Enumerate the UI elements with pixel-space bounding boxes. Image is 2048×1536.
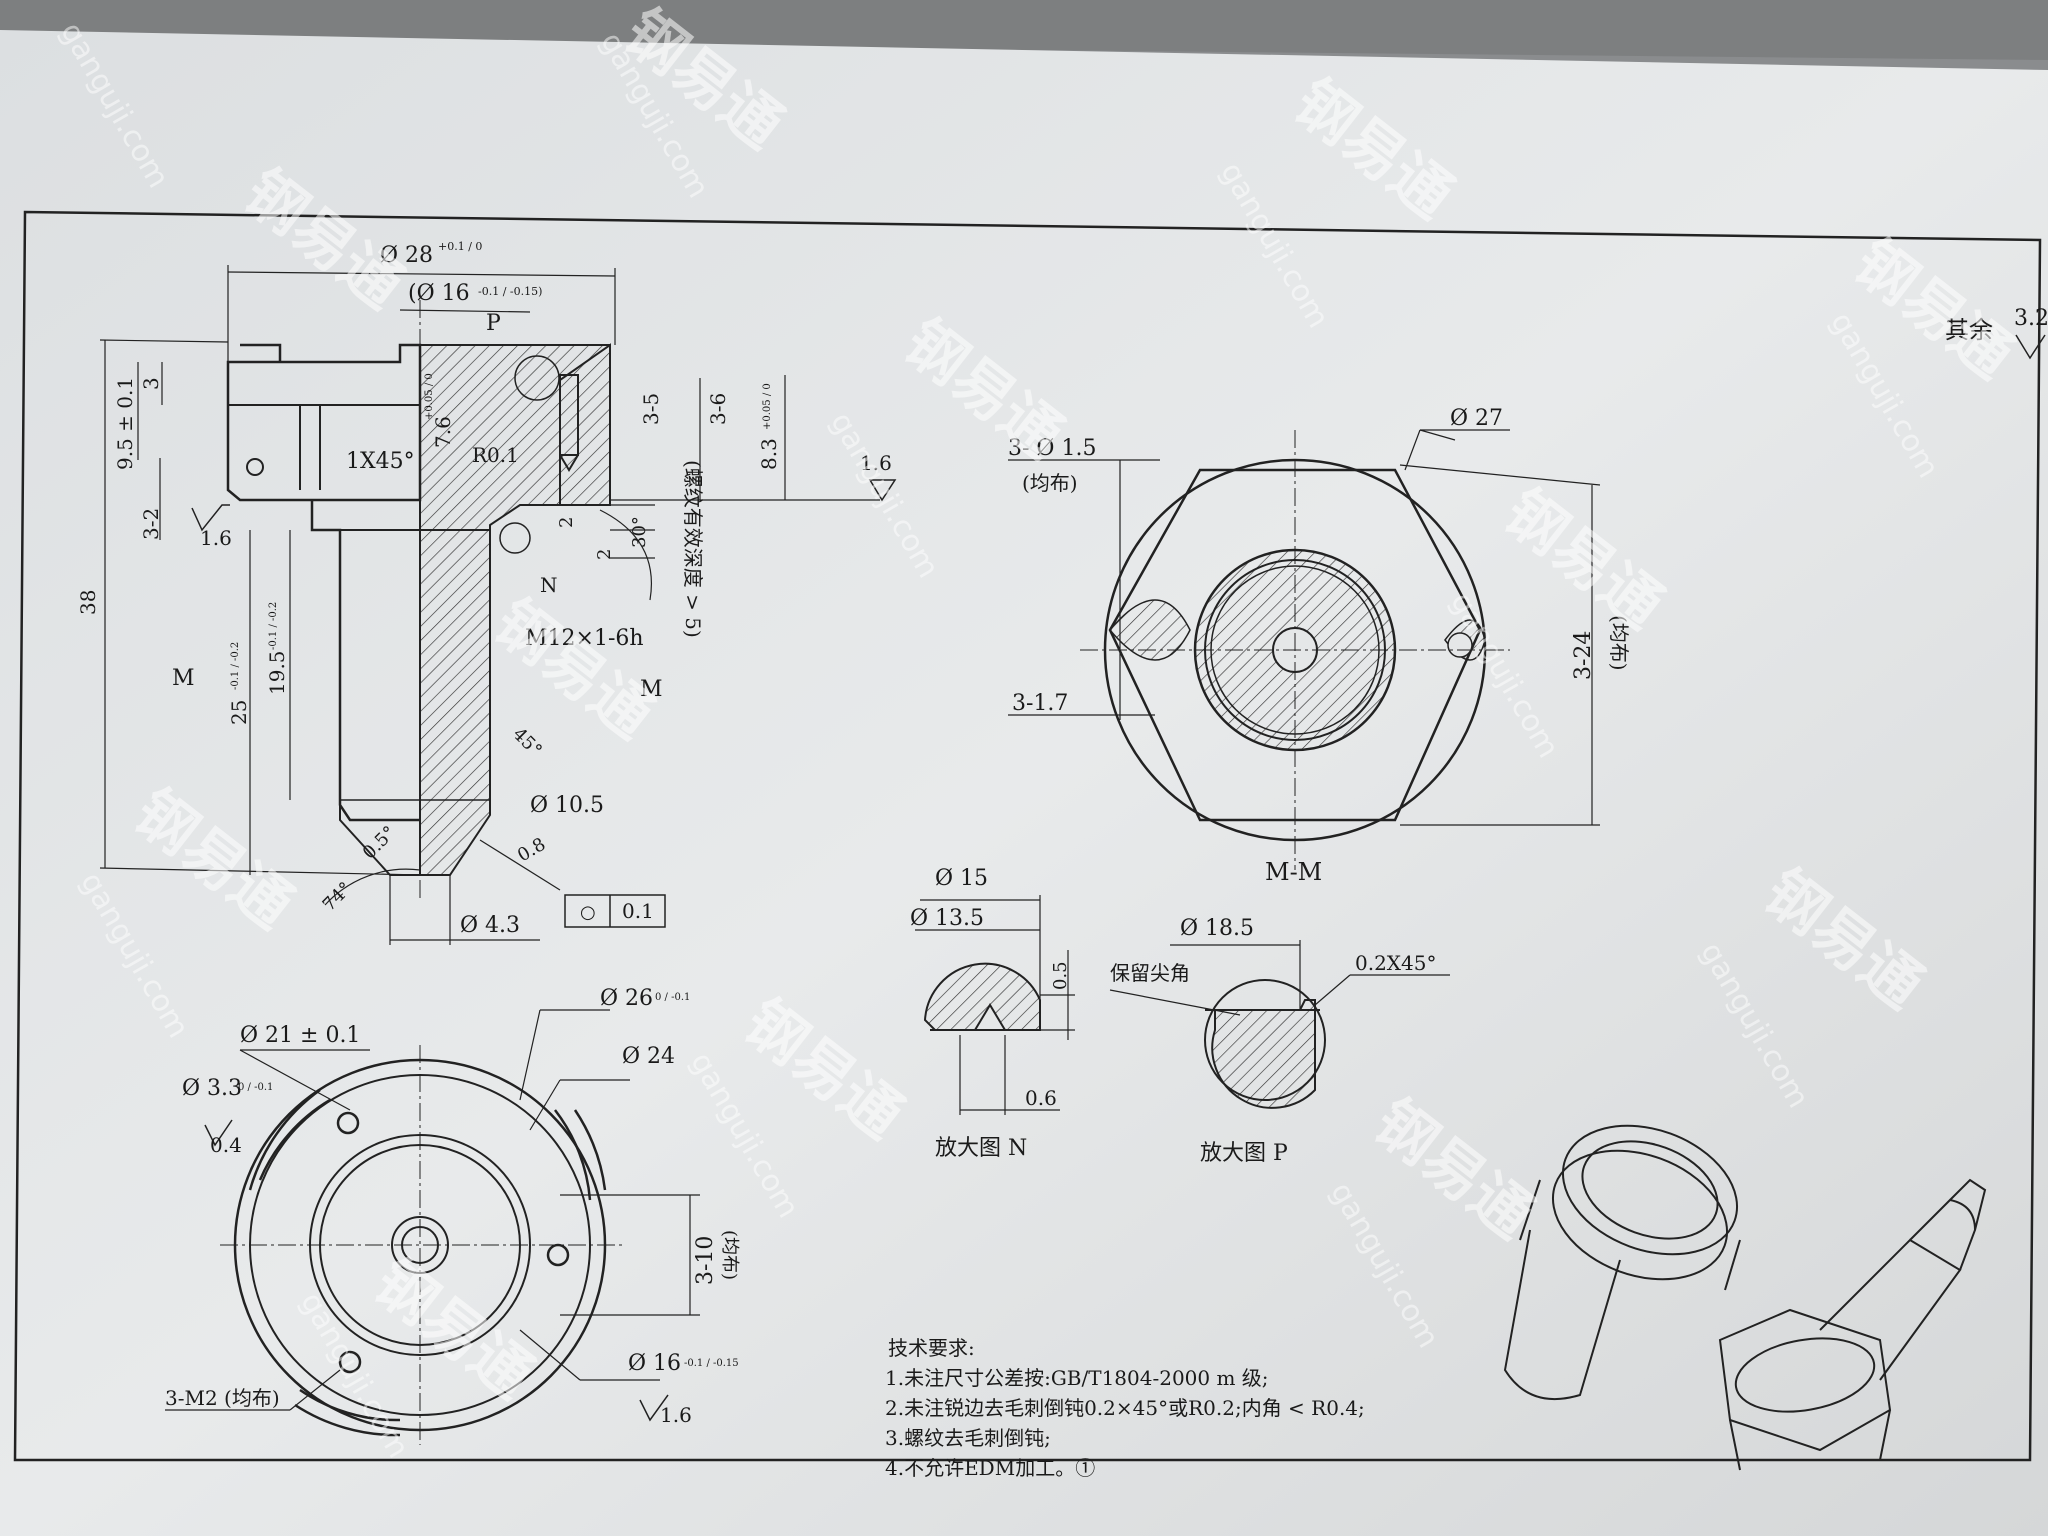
dim-d16-bottom: Ø 16: [628, 1351, 681, 1376]
detail-p-view: [1109, 940, 1450, 1109]
dim-8-3-tol: +0.05 / 0: [762, 383, 773, 430]
dim-d27: Ø 27: [1450, 406, 1503, 431]
detail-n-view: [915, 895, 1075, 1115]
section-mark-m-left: M: [172, 666, 195, 691]
tech-line-1: 1.未注尺寸公差按:GB/T1804-2000 m 级;: [885, 1366, 1269, 1390]
isometric-render-1: [1503, 1124, 1741, 1401]
dim-d26: Ø 26: [600, 986, 653, 1011]
drawing-border: [13, 210, 2042, 1462]
dim-d26-tol: 0 / -0.1: [655, 992, 690, 1003]
dim-19-5-tol: -0.1 / -0.2: [268, 602, 279, 650]
detail-p-labels: Ø 18.5 保留尖角 0.2X45° 放大图 P: [1110, 916, 1437, 1166]
part-bottom-view: [165, 1009, 700, 1445]
detail-p-label: 放大图 P: [1200, 1141, 1288, 1166]
note-keep-sharp: 保留尖角: [1110, 961, 1190, 985]
dim-3: 3: [139, 377, 163, 390]
dim-d18-5: Ø 18.5: [1180, 916, 1254, 941]
dim-25: 25: [227, 700, 251, 725]
note-holes-even: (均布): [1022, 471, 1078, 495]
tolerance-value: 0.1: [622, 899, 654, 923]
dim-d16-tol: -0.1 / -0.15): [478, 285, 542, 298]
label-n: N: [540, 573, 558, 597]
bottom-view-labels: Ø 21 ± 0.1 Ø 3.3 0 / -0.1 0.4 Ø 26 0 / -…: [165, 986, 740, 1427]
angle-30: 30°: [629, 516, 650, 548]
dim-3-d1-5: 3- Ø 1.5: [1008, 436, 1096, 461]
dim-3-6: 3-6: [706, 393, 730, 425]
detail-n-label: 放大图 N: [935, 1136, 1027, 1161]
dim-7-6-tol: +0.05 / 0: [424, 373, 435, 420]
note-24-even: (均布): [1607, 615, 1631, 671]
dim-d3-3: Ø 3.3: [182, 1076, 242, 1101]
dim-d16: (Ø 16: [408, 281, 470, 306]
tech-line-2: 2.未注锐边去毛刺倒钝0.2×45°或R0.2;内角 < R0.4;: [885, 1396, 1365, 1420]
dim-d28-tol: +0.1 / 0: [438, 240, 482, 253]
tech-line-3: 3.螺纹去毛刺倒钝;: [885, 1426, 1051, 1450]
dim-25-tol: -0.1 / -0.2: [230, 642, 241, 690]
tolerance-symbol: ○: [580, 902, 596, 923]
dim-d3-3-tol: 0 / -0.1: [238, 1082, 273, 1093]
section-m-m-labels: 3- Ø 1.5 (均布) Ø 27 3-1.7 3-24 (均布) M-M: [1008, 406, 1631, 886]
label-r01: R0.1: [472, 443, 519, 467]
roughness-1-6-b: 1.6: [200, 526, 232, 550]
dim-3-5: 3-5: [639, 393, 663, 425]
dim-chamfer-0-2: 0.2X45°: [1355, 951, 1437, 975]
dim-3-1-7: 3-1.7: [1012, 691, 1068, 716]
note-rest: 其余: [1945, 316, 1993, 344]
roughness-3-2: 3.2: [2014, 306, 2048, 331]
part-front-view: [99, 265, 2046, 945]
dim-d13-5: Ø 13.5: [910, 906, 984, 931]
dim-3-10: 3-10: [693, 1236, 718, 1285]
dim-7-6: 7.6: [431, 416, 455, 448]
dim-d28: Ø 28: [380, 243, 433, 268]
dim-9-5: 9.5 ± 0.1: [113, 377, 137, 470]
dim-0-5: 0.5: [1050, 961, 1071, 990]
isometric-render-2: [1718, 1178, 1987, 1471]
dim-d21: Ø 21 ± 0.1: [240, 1023, 360, 1048]
dim-8-3: 8.3: [757, 438, 781, 470]
label-chamfer: 1X45°: [346, 449, 415, 474]
dim-19-5: 19.5: [265, 650, 289, 695]
thread-depth-note: (螺纹有效深度 > 5): [681, 460, 705, 638]
roughness-1-6-a: 1.6: [860, 451, 892, 475]
note-3-10-even: (均布): [719, 1230, 740, 1280]
roughness-1-6-c: 1.6: [660, 1403, 692, 1427]
technical-requirements: 技术要求: 1.未注尺寸公差按:GB/T1804-2000 m 级; 2.未注锐…: [885, 1336, 1365, 1480]
dim-d4-3: Ø 4.3: [460, 913, 520, 938]
dim-38: 38: [76, 590, 100, 615]
section-label-m-m: M-M: [1265, 858, 1322, 886]
dim-d15: Ø 15: [935, 866, 988, 891]
label-p: P: [486, 311, 501, 336]
dim-0-6: 0.6: [1025, 1086, 1057, 1110]
dim-d10-5: Ø 10.5: [530, 793, 604, 818]
dim-3-2: 3-2: [139, 508, 163, 540]
dim-d24: Ø 24: [622, 1044, 675, 1069]
label-thread: M12×1-6h: [525, 626, 644, 651]
roughness-0-4: 0.4: [210, 1133, 242, 1157]
dim-2-b: 2: [594, 549, 615, 560]
section-mark-m-right: M: [640, 677, 663, 702]
section-m-m-view: [1008, 429, 1601, 870]
dim-d16-bottom-tol: -0.1 / -0.15: [684, 1358, 739, 1369]
tech-line-4: 4.不允许EDM加工。①: [885, 1456, 1095, 1480]
dim-2-a: 2: [556, 517, 577, 528]
label-3-m2: 3-M2 (均布): [165, 1386, 280, 1410]
tech-title: 技术要求:: [888, 1336, 975, 1360]
dim-3-24: 3-24: [1571, 631, 1596, 680]
detail-n-labels: Ø 15 Ø 13.5 0.5 0.6 放大图 N: [910, 866, 1071, 1161]
